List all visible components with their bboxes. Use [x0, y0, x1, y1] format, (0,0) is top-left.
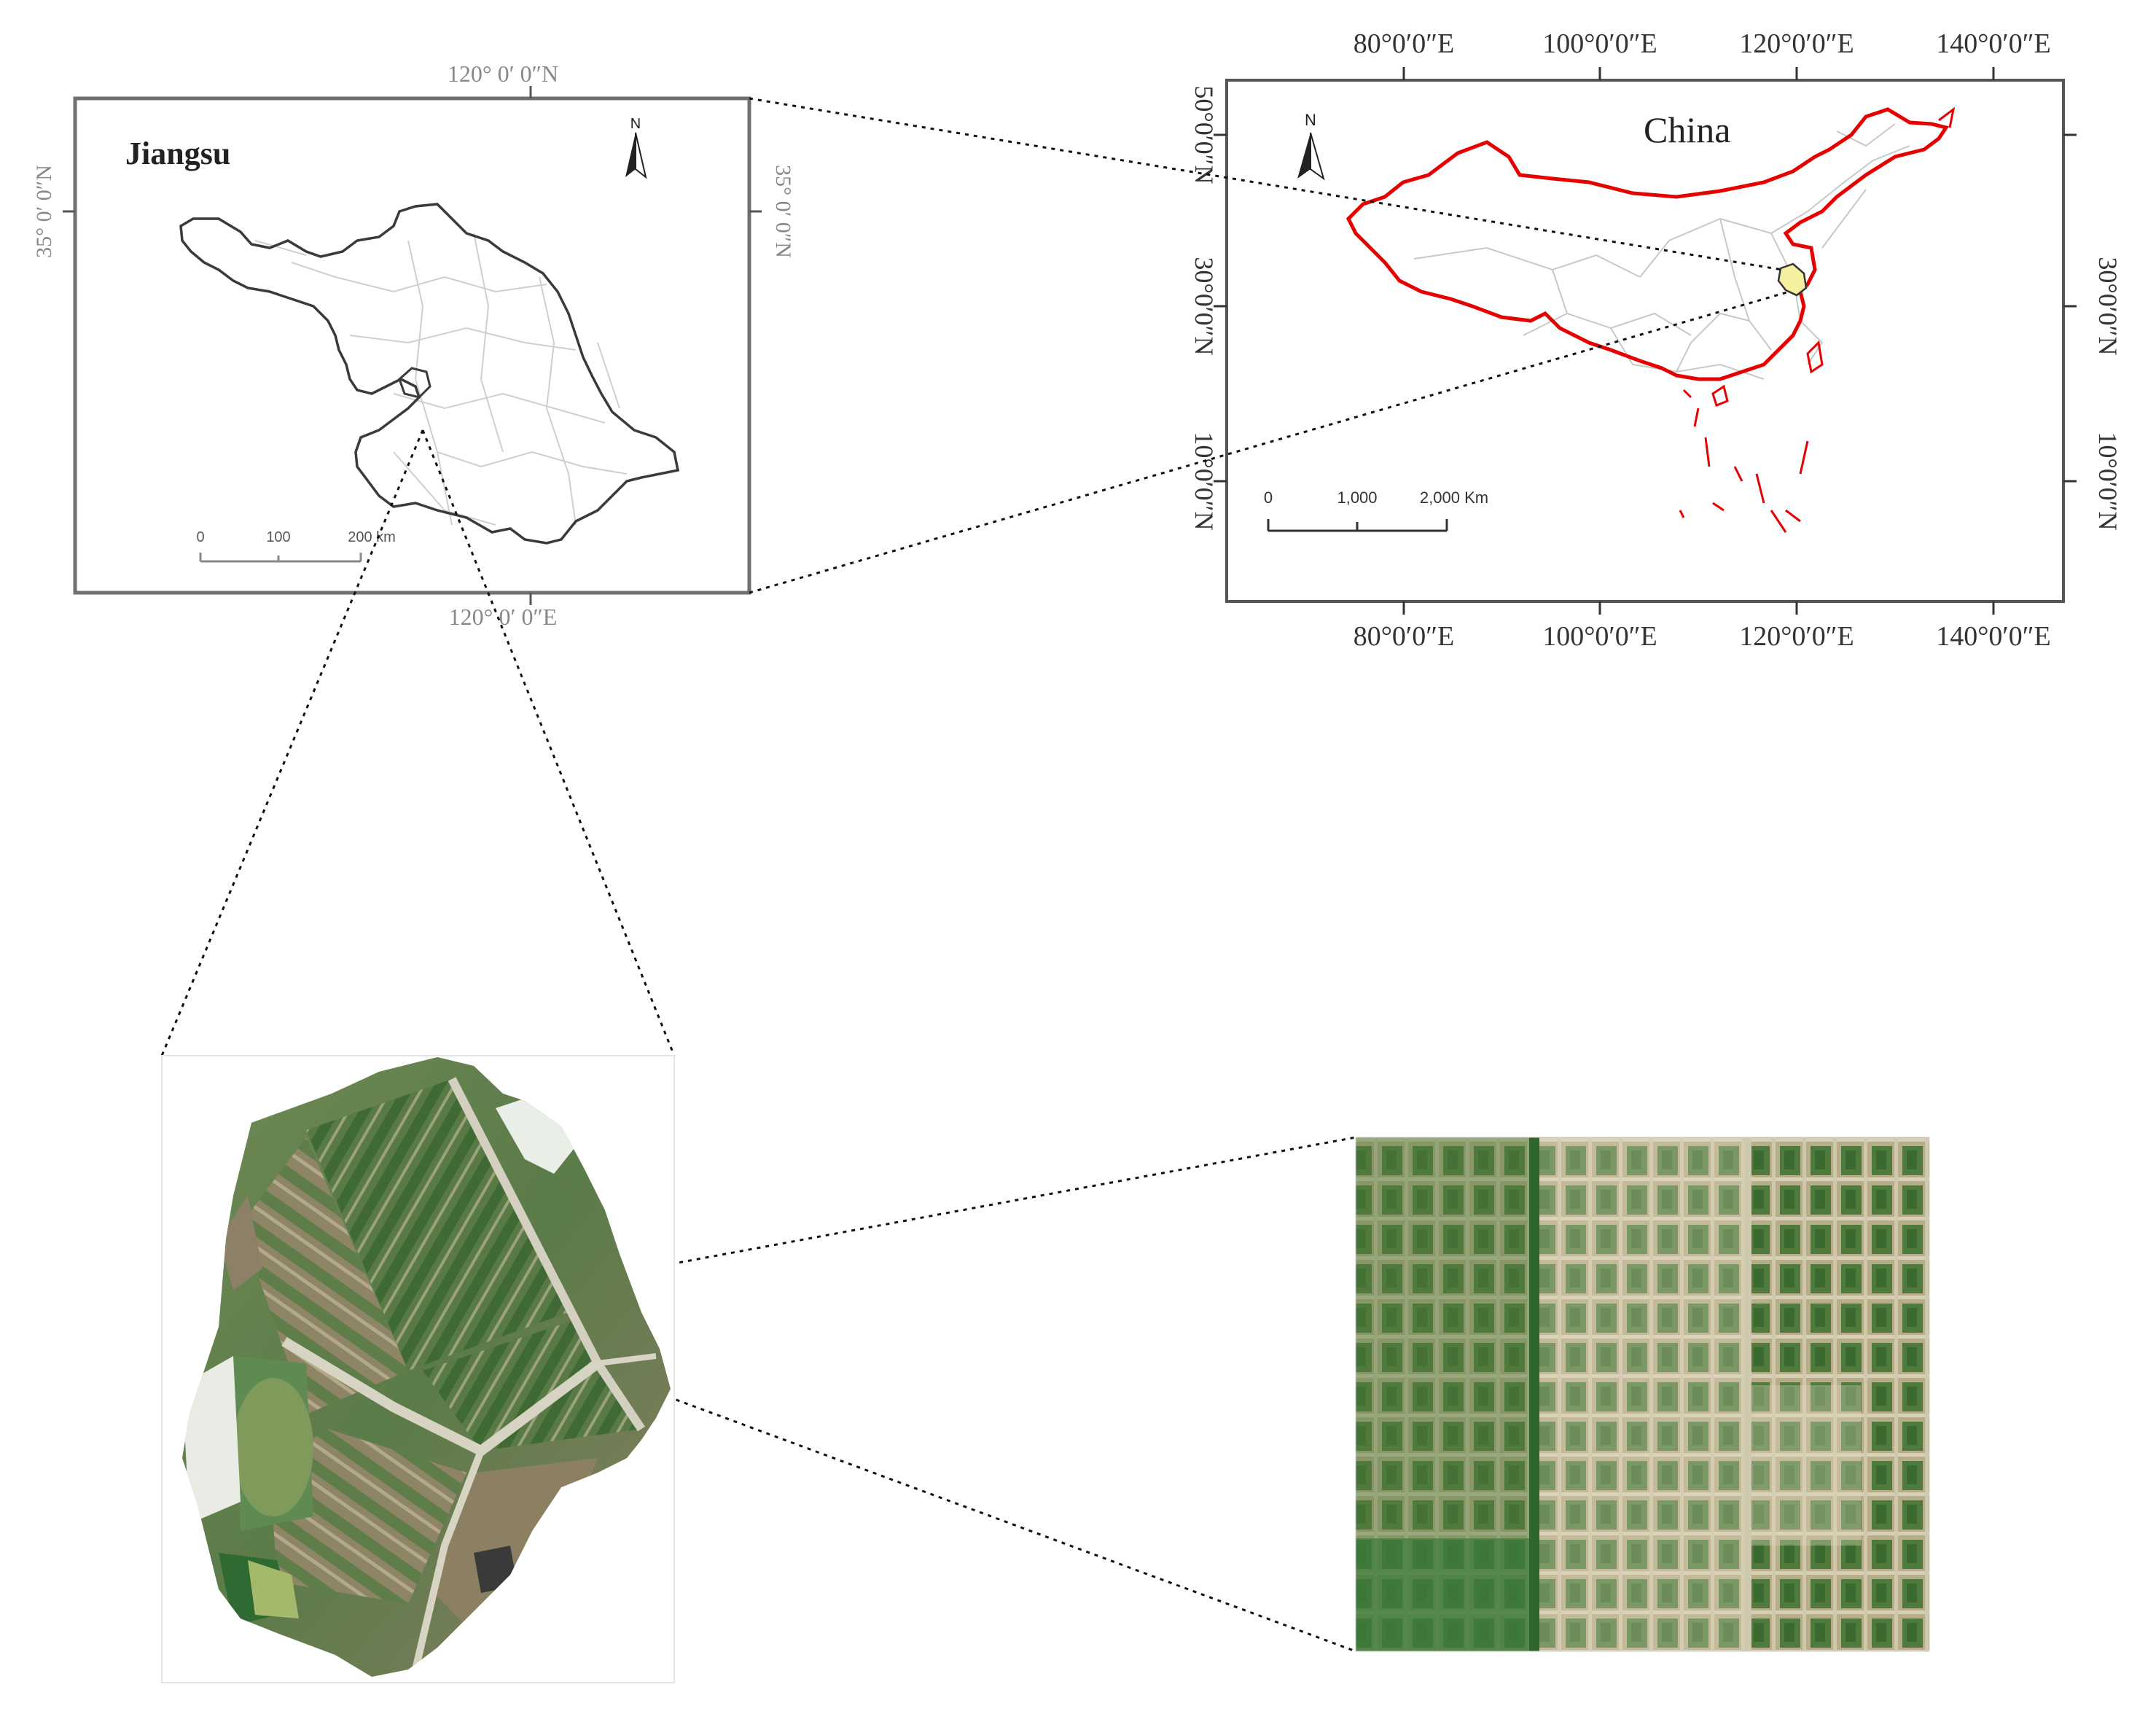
china-bottom-tick-label: 120°0′0″E — [1739, 621, 1854, 652]
china-scale-label: 2,000 Km — [1420, 488, 1488, 507]
china-scale-bar: 0 1,000 2,000 Km — [1264, 488, 1488, 532]
china-north-arrow-icon: N — [1297, 111, 1325, 181]
jiangsu-top-label: 120° 0′ 0″N — [448, 61, 558, 87]
china-top-tick-label: 140°0′0″E — [1936, 28, 2051, 59]
jiangsu-left-label: 35° 0′ 0″N — [32, 165, 56, 258]
jiangsu-bottom-label: 120° 0′ 0″E — [449, 604, 558, 630]
jiangsu-north-arrow-icon: N — [625, 116, 647, 179]
jiangsu-outline — [179, 203, 680, 545]
zoomed-plots-image — [1355, 1137, 1930, 1652]
jiangsu-north-letter: N — [630, 116, 641, 132]
china-left-tick-label: 50°0′0″N — [1190, 85, 1219, 184]
jiangsu-tick-marks — [63, 86, 762, 605]
jiangsu-scale-label: 0 — [196, 529, 204, 545]
china-scale-label: 0 — [1264, 488, 1273, 507]
orthomosaic-image — [161, 1055, 675, 1683]
china-title: China — [1644, 109, 1730, 150]
china-top-tick-label: 120°0′0″E — [1739, 28, 1854, 59]
china-bottom-tick-label: 80°0′0″E — [1354, 621, 1455, 652]
jiangsu-map-frame — [73, 96, 751, 595]
china-province-boundaries — [1413, 123, 1910, 380]
taiwan-hainan — [1711, 106, 1956, 407]
jiangsu-scale-label: 100 — [266, 529, 290, 545]
china-top-tick-marks — [1214, 67, 2077, 615]
zoomed-plots-frame — [1355, 1137, 1930, 1652]
jiangsu-scale-bar: 0 100 200 km — [196, 529, 396, 563]
china-bottom-tick-label: 100°0′0″E — [1542, 621, 1657, 652]
jiangsu-right-label: 35° 0′ 0″N — [771, 165, 795, 258]
jiangsu-title: Jiangsu — [125, 136, 230, 171]
jiangsu-county-boundaries — [254, 233, 628, 526]
china-right-tick-label: 30°0′0″N — [2093, 257, 2122, 355]
jiangsu-highlight — [1777, 262, 1808, 297]
zoom-connector-lines — [160, 97, 1790, 1653]
jiangsu-lake-outline — [398, 367, 431, 399]
china-left-tick-label: 10°0′0″N — [1190, 432, 1219, 530]
china-top-tick-label: 80°0′0″E — [1354, 28, 1455, 59]
china-top-tick-label: 100°0′0″E — [1542, 28, 1657, 59]
china-scale-label: 1,000 — [1337, 488, 1377, 507]
china-bottom-tick-label: 140°0′0″E — [1936, 621, 2051, 652]
china-map: 80°0′0″E 100°0′0″E 120°0′0″E 140°0′0″E 8… — [1190, 28, 2122, 652]
china-left-tick-label: 30°0′0″N — [1190, 257, 1219, 355]
china-border — [1345, 107, 1950, 381]
jiangsu-scale-label: 200 km — [348, 529, 396, 545]
china-north-letter: N — [1305, 111, 1316, 129]
china-map-frame — [1225, 79, 2065, 603]
jiangsu-map: 120° 0′ 0″N 120° 0′ 0″E 35° 0′ 0″N 35° 0… — [32, 61, 795, 630]
south-china-sea-islands — [1679, 389, 1809, 533]
china-right-tick-label: 10°0′0″N — [2093, 432, 2122, 530]
